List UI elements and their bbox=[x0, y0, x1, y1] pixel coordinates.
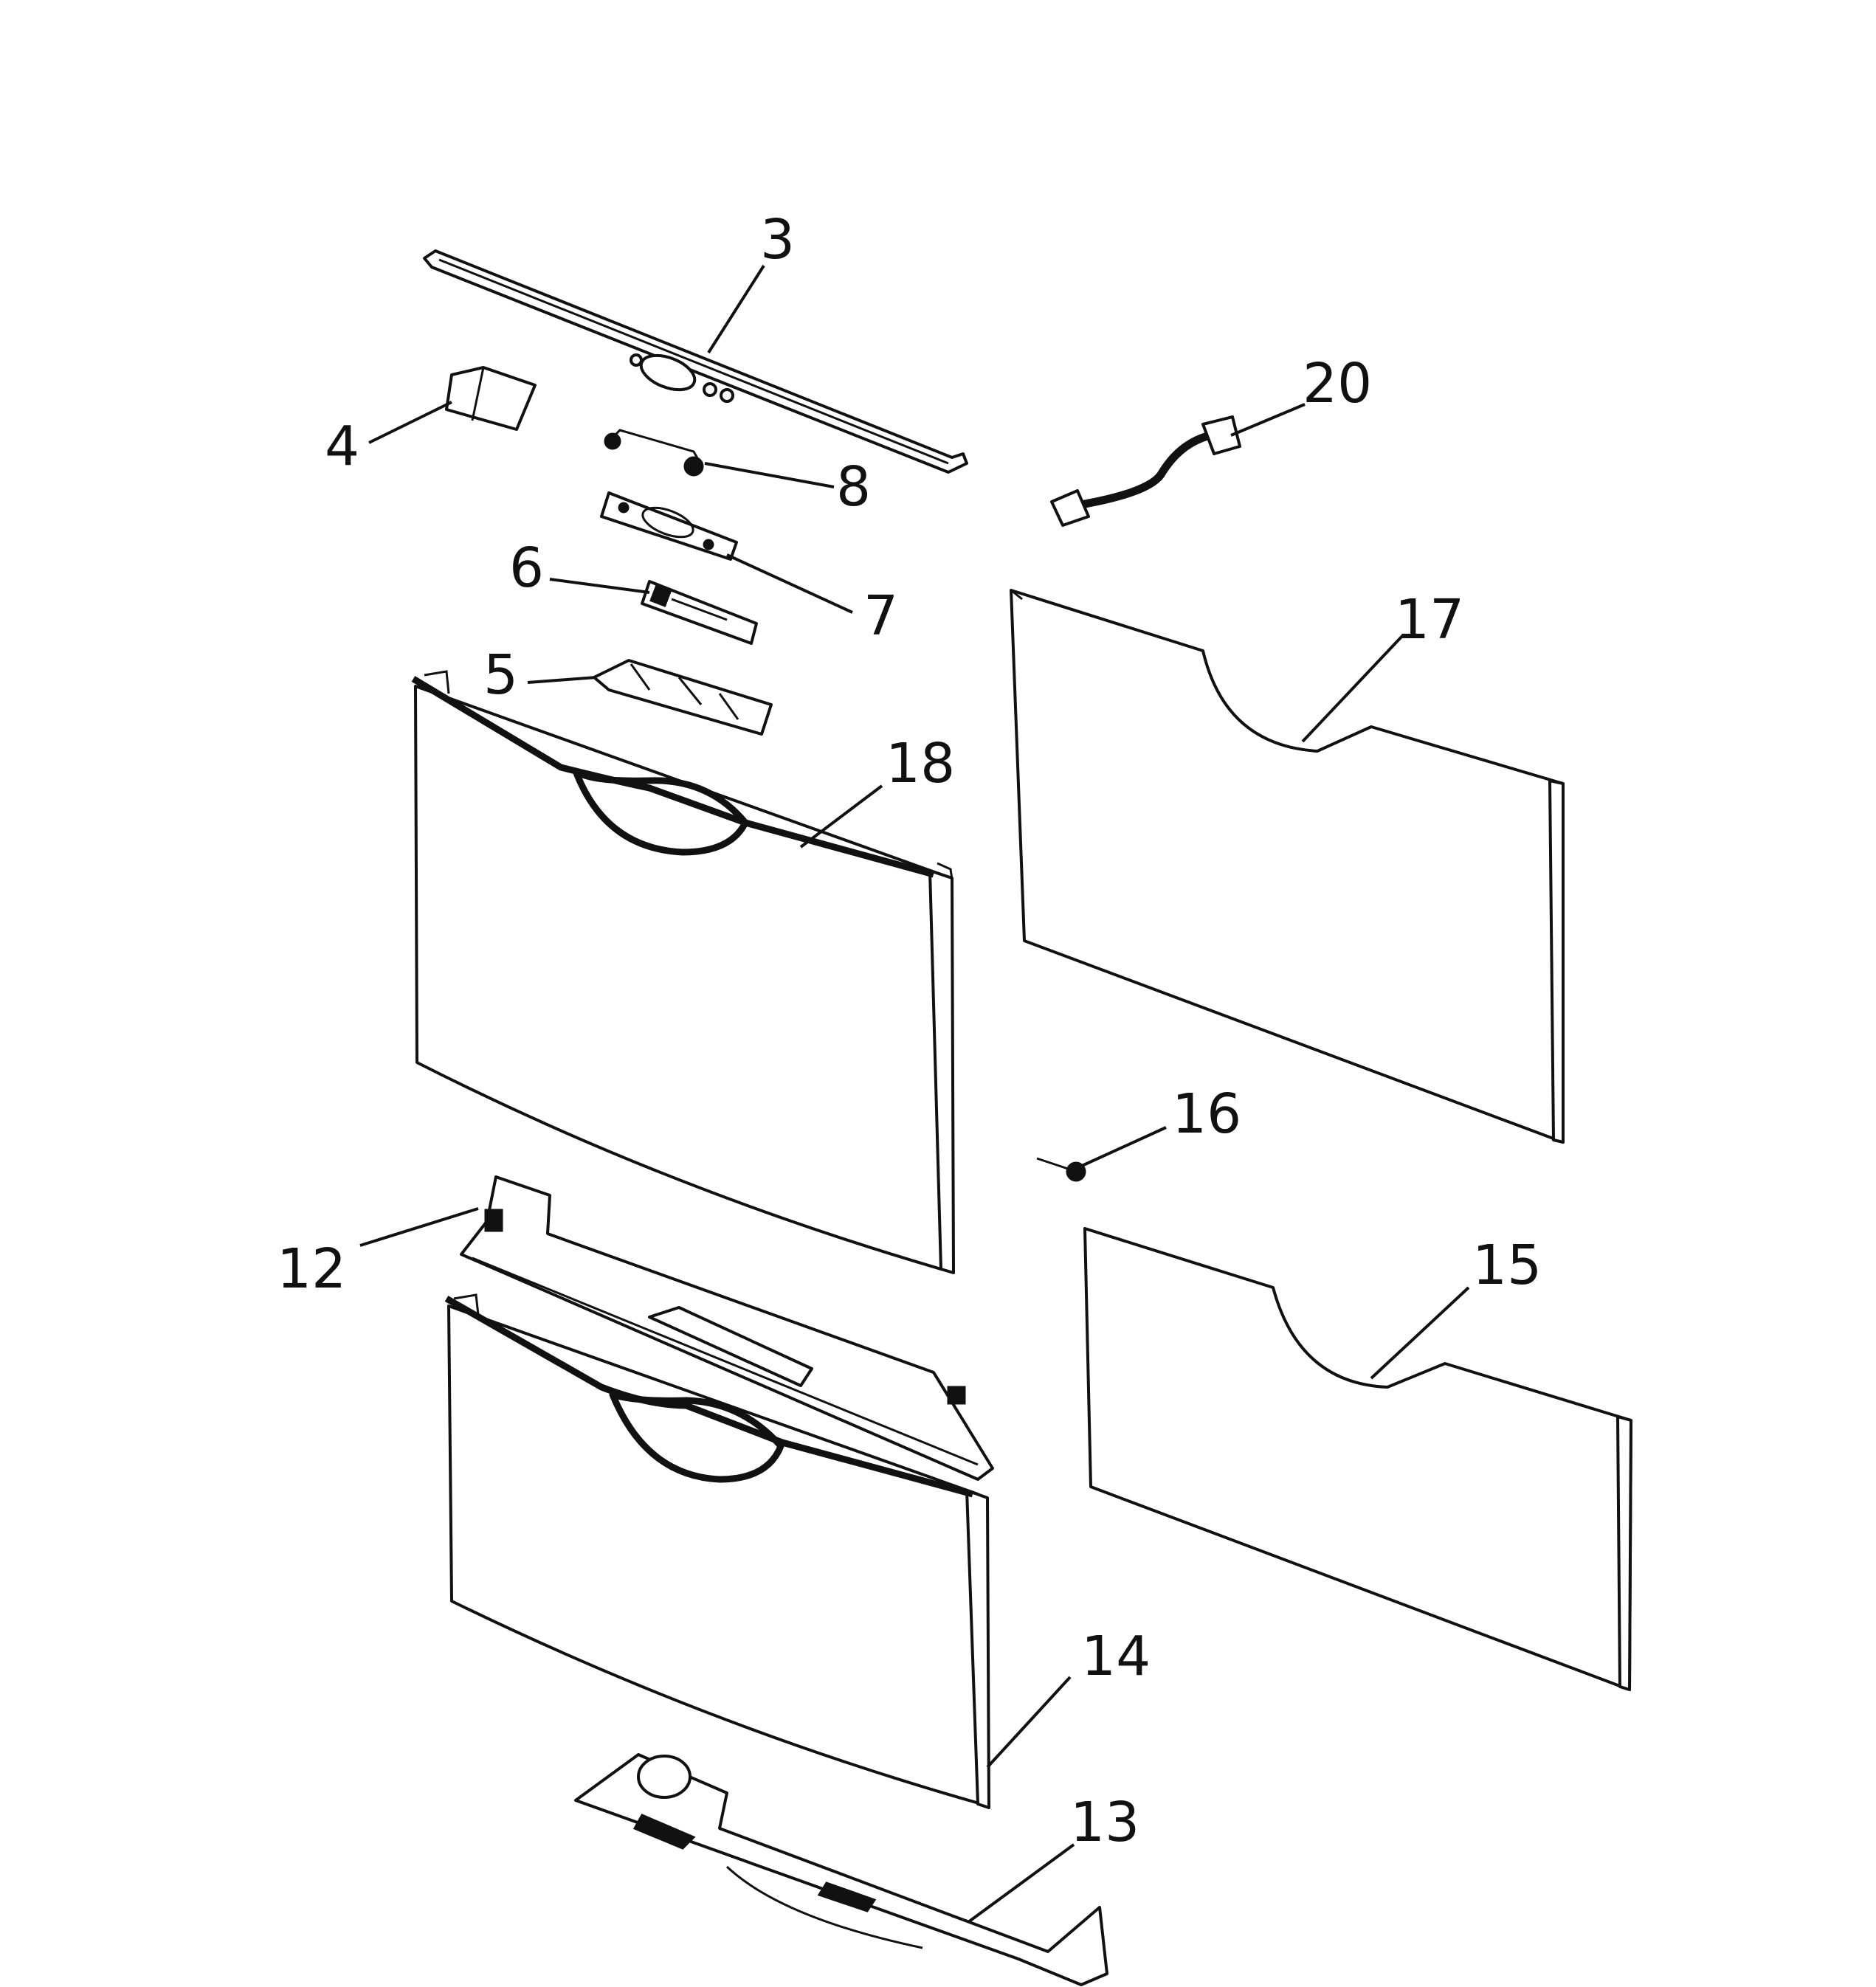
callout-labels: 3 4 8 6 7 5 18 17 20 16 12 15 14 13 bbox=[277, 208, 1542, 1854]
leader-lines bbox=[359, 264, 1470, 1924]
callout-17: 17 bbox=[1395, 588, 1464, 652]
callout-4: 4 bbox=[325, 415, 359, 478]
callout-15: 15 bbox=[1472, 1234, 1542, 1297]
callout-6: 6 bbox=[509, 536, 544, 600]
part-8-wire-harness bbox=[604, 429, 704, 477]
part-4-bracket bbox=[445, 366, 537, 431]
callout-8: 8 bbox=[836, 455, 871, 519]
part-3-control-panel bbox=[423, 249, 968, 474]
callout-16: 16 bbox=[1172, 1082, 1241, 1146]
part-20-cable bbox=[1050, 415, 1241, 527]
callout-5: 5 bbox=[483, 643, 518, 707]
callout-3: 3 bbox=[760, 208, 795, 272]
part-5-housing bbox=[593, 659, 773, 736]
part-17-upper-insulation bbox=[1010, 589, 1565, 1144]
part-16-screw bbox=[1036, 1157, 1086, 1182]
part-18-upper-drawer-front bbox=[411, 670, 955, 1274]
callout-7: 7 bbox=[863, 584, 898, 648]
callout-14: 14 bbox=[1081, 1625, 1151, 1688]
part-15-lower-insulation bbox=[1083, 1227, 1632, 1691]
callout-20: 20 bbox=[1303, 352, 1372, 415]
callout-18: 18 bbox=[886, 732, 955, 795]
callout-13: 13 bbox=[1070, 1791, 1139, 1854]
part-13-bottom-trim bbox=[574, 1753, 1108, 1986]
part-6-control-module bbox=[641, 580, 758, 645]
part-12-drawer-frame bbox=[460, 1175, 994, 1481]
part-14-lower-drawer-front bbox=[444, 1293, 990, 1809]
part-7-board bbox=[600, 491, 738, 561]
callout-12: 12 bbox=[277, 1237, 346, 1301]
